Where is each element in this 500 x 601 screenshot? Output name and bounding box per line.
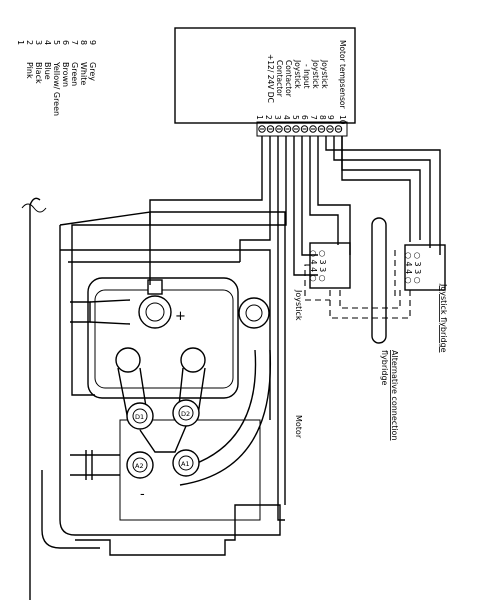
terminal-a2: A2: [126, 451, 154, 479]
joystick-connector-bottom: ○ 4 4 ○: [309, 250, 318, 282]
terminal-screw: [317, 125, 326, 133]
cable-lug-top: [70, 299, 131, 325]
motor-label: Motor: [294, 415, 303, 439]
terminal-screw: [326, 125, 334, 133]
terminal-screw: [300, 125, 309, 133]
pin-num-5: 5: [291, 115, 300, 120]
link-bar: [139, 425, 187, 453]
side-post: [238, 297, 270, 329]
terminal-d1-label: D1: [135, 413, 144, 421]
terminal-a1-label: A1: [181, 460, 190, 468]
cable-lug-bottom: [70, 450, 120, 480]
legend-num-3: 3: [34, 40, 43, 45]
legend-color-pink: Pink: [25, 62, 34, 79]
brush-arm-left: [115, 347, 149, 421]
legend-num-5: 5: [52, 40, 61, 45]
pin-label-7: Joystick: [311, 59, 320, 89]
pin-num-2: 2: [264, 115, 273, 120]
terminal-d1: D1: [126, 402, 154, 430]
terminal-d2: D2: [172, 399, 200, 427]
pin-label-6: - Input: [302, 64, 311, 89]
flybridge-label: flybridge: [380, 350, 389, 386]
plus-label: +: [175, 309, 186, 324]
pin-num-7: 7: [309, 115, 318, 120]
legend-num-9: 9: [88, 40, 97, 45]
joystick-label: Joystick: [294, 289, 303, 321]
legend-color-white: White: [79, 62, 88, 85]
motor-body: [21, 197, 286, 600]
controller-pin-labels: Motor tempsensor Joystick Joystick - Inp…: [266, 40, 347, 109]
pin-label-8: Joystick: [320, 59, 329, 89]
wires: [71, 136, 441, 521]
legend-num-6: 6: [61, 40, 70, 45]
pin-label-2: +12/ 24V DC: [266, 54, 275, 103]
terminal-strip: [256, 121, 348, 137]
legend-num-7: 7: [70, 40, 79, 45]
terminal-screw: [275, 125, 283, 133]
terminal-a2-label: A2: [135, 462, 144, 470]
pin-num-10: 10: [338, 115, 347, 125]
flybridge-connector-bottom: ○ 4 4 ○: [404, 252, 413, 284]
positive-post: [138, 279, 172, 329]
joystick-connector-top: ○ 3 3 ○: [318, 250, 327, 282]
legend-num-1: 1: [16, 40, 25, 45]
terminal-screw: [334, 125, 343, 133]
pin-num-9: 9: [326, 115, 335, 120]
flybridge-connector: ○ 3 3 ○ ○ 4 4 ○: [404, 244, 446, 291]
legend-color-black: Black: [34, 62, 43, 84]
legend-num-4: 4: [43, 40, 52, 45]
terminal-screw: [266, 125, 275, 133]
pin-num-8: 8: [318, 115, 327, 120]
pin-num-3: 3: [273, 115, 282, 120]
flybridge-connector-top: ○ 3 3 ○: [413, 252, 422, 284]
terminal-screw: [283, 125, 292, 133]
terminal-screw: [309, 125, 317, 133]
joystick-flybridge-label: Joystick flybridge: [439, 283, 448, 353]
pin-num-4: 4: [282, 115, 291, 120]
legend-num-8: 8: [79, 40, 88, 45]
alt-connection-label: Alternative connection: [390, 350, 399, 441]
legend-color-yellow-green: Yellow/ Green: [52, 61, 61, 116]
alternative-connection: [371, 217, 387, 344]
pin-label-3: Contactor: [275, 60, 284, 98]
legend-color-green: Green: [70, 62, 79, 86]
terminal-d2-label: D2: [181, 410, 190, 418]
legend-num-2: 2: [25, 40, 34, 45]
joystick-connector: ○ 3 3 ○ ○ 4 4 ○: [309, 242, 351, 289]
legend-color-blue: Blue: [43, 62, 52, 80]
legend-color-brown: Brown: [61, 62, 70, 87]
legend-color-grey: Grey: [88, 62, 97, 81]
minus-label: -: [140, 487, 145, 502]
color-legend: 9 8 7 6 5 4 3 2 1 Grey White Green Brown…: [16, 40, 97, 116]
controller-pin-numbers: 10 9 8 7 6 5 4 3 2 1: [255, 115, 347, 125]
pin-num-6: 6: [300, 115, 309, 120]
pin-num-1: 1: [255, 115, 264, 120]
pin-label-5: Joystick: [293, 59, 302, 89]
terminal-screw: [292, 125, 300, 133]
pin-label-10: Motor tempsensor: [338, 40, 347, 109]
pin-label-4: Contactor: [284, 60, 293, 98]
controller-box: [174, 27, 356, 124]
terminal-a1: A1: [172, 449, 200, 477]
dashed-connections: [304, 250, 411, 319]
terminal-screw: [258, 125, 266, 133]
